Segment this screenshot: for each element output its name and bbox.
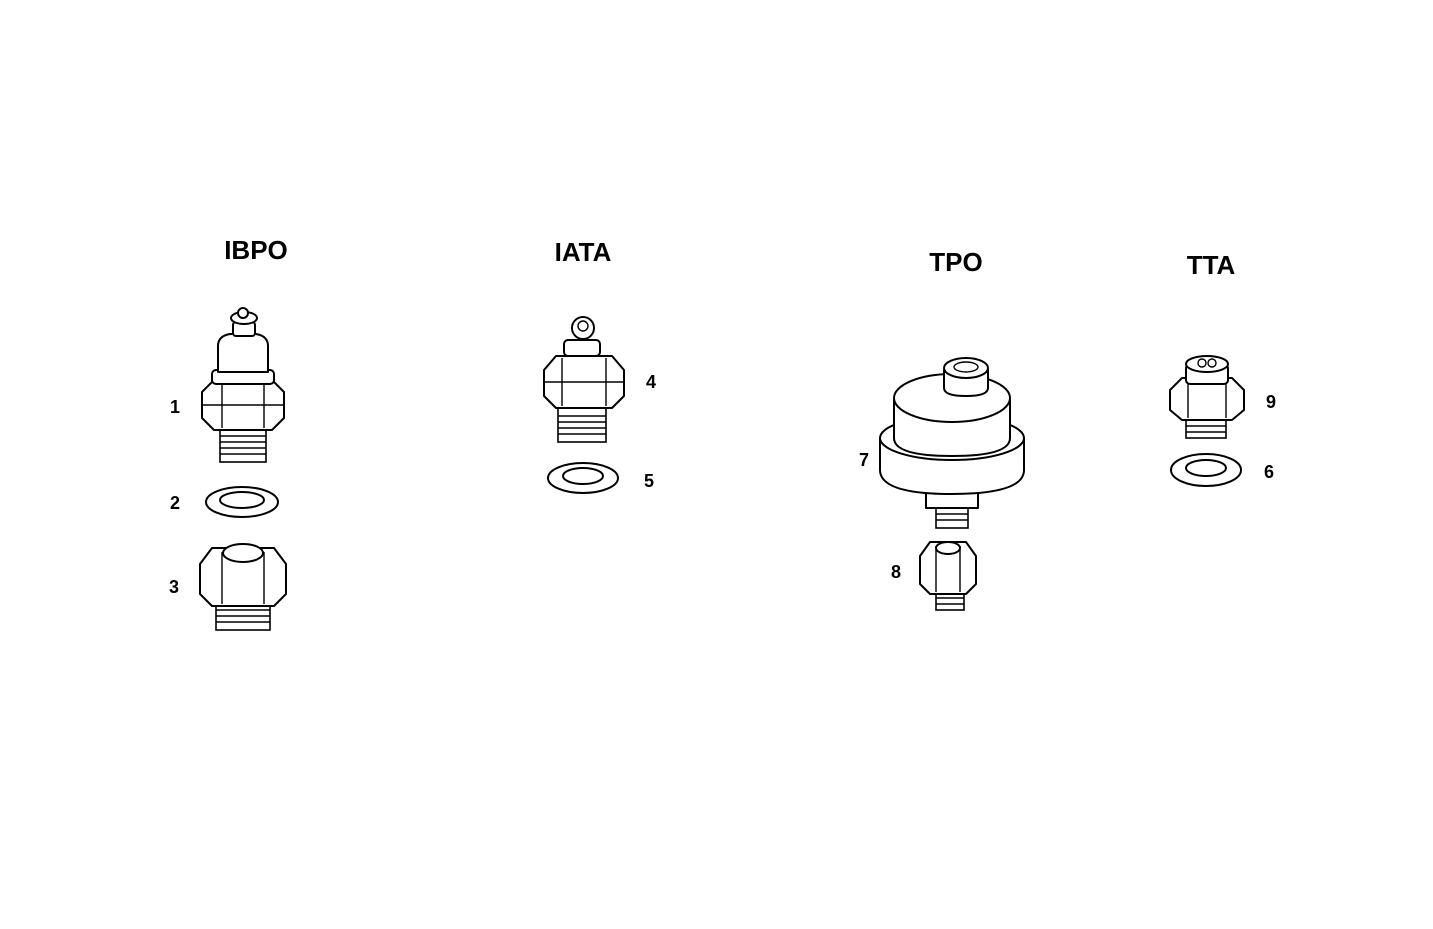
- group-title-tpo: TPO: [929, 247, 982, 277]
- callout-9: 9: [1266, 392, 1276, 412]
- group-title-ibpo: IBPO: [224, 235, 288, 265]
- part-4-temperature-sender: [543, 316, 625, 443]
- callout-1: 1: [170, 397, 180, 417]
- callout-8: 8: [891, 562, 901, 582]
- callout-5: 5: [644, 471, 654, 491]
- part-7-pressure-sender: [879, 357, 1025, 529]
- part-3-adapter: [199, 543, 287, 631]
- callout-7: 7: [859, 450, 869, 470]
- group-title-tta: TTA: [1187, 250, 1236, 280]
- callout-4: 4: [646, 372, 656, 392]
- part-9-temperature-sender: [1169, 355, 1245, 439]
- part-2-washer: [205, 486, 279, 518]
- group-title-iata: IATA: [555, 237, 612, 267]
- callout-2: 2: [170, 493, 180, 513]
- callout-6: 6: [1264, 462, 1274, 482]
- part-1-pressure-sender: [201, 307, 285, 463]
- callout-3: 3: [169, 577, 179, 597]
- part-8-adapter: [919, 541, 977, 611]
- part-6-washer: [1170, 453, 1242, 487]
- part-5-washer: [547, 462, 619, 494]
